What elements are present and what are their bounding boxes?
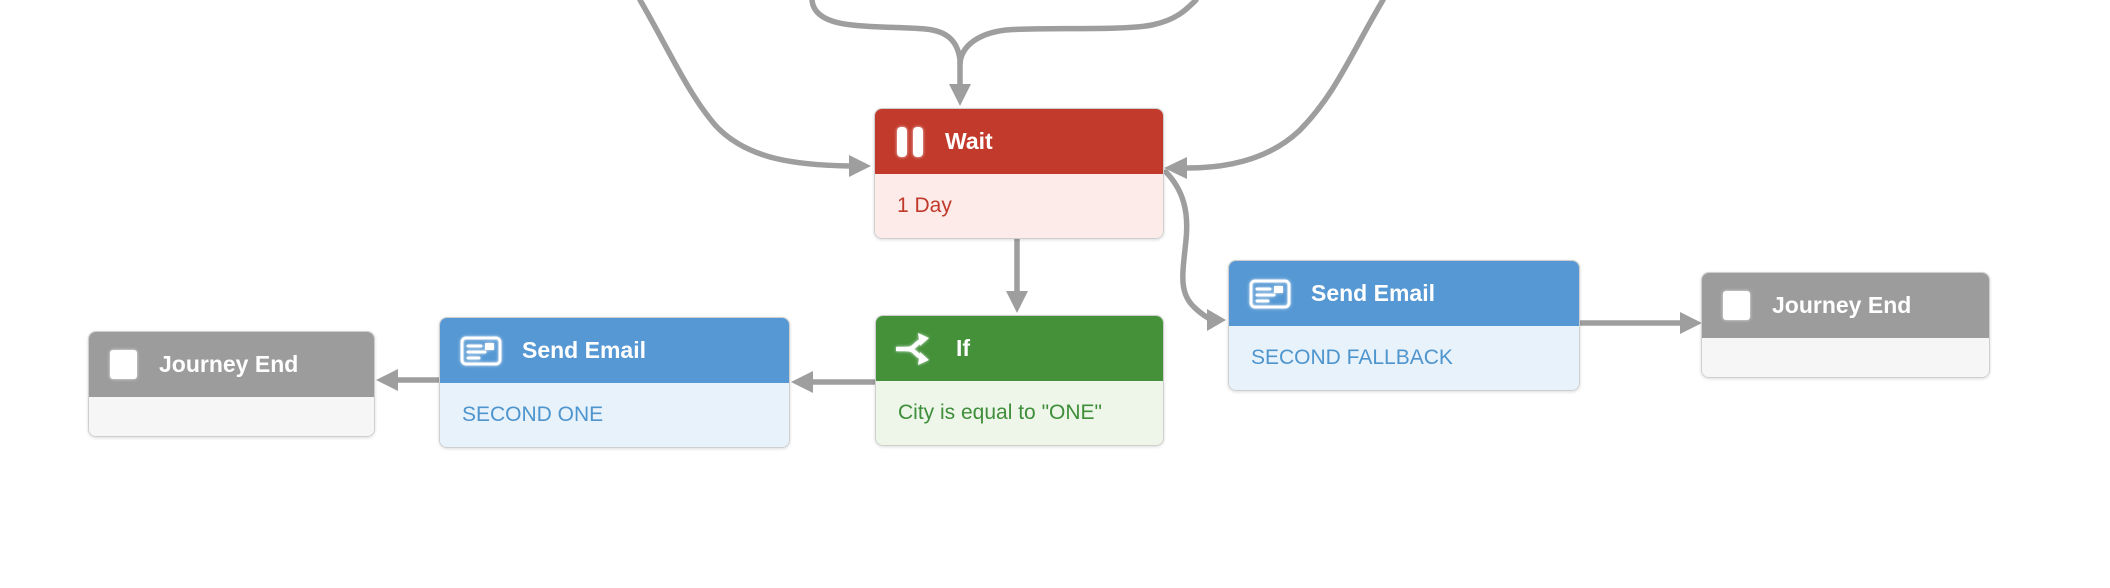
stop-icon [1722,290,1752,322]
node-journey-end-right[interactable]: Journey End [1701,272,1990,378]
node-detail-text: 1 Day [897,194,952,217]
node-send-email-one-detail: SECOND ONE [440,383,789,447]
node-journey-end-left-header: Journey End [89,332,374,397]
node-if[interactable]: If City is equal to "ONE" [875,315,1164,446]
node-journey-end-left-detail [89,397,374,436]
node-title: If [956,335,971,361]
node-title: Send Email [522,337,646,363]
node-send-email-fallback[interactable]: Send Email SECOND FALLBACK [1228,260,1580,391]
connector-wait-to-if [1006,235,1028,313]
node-wait[interactable]: Wait 1 Day [874,108,1164,239]
node-send-email-fallback-detail: SECOND FALLBACK [1229,326,1579,390]
node-title: Journey End [159,351,299,377]
connector-send-email-fallback-to-journey-end-right [1575,312,1702,334]
node-journey-end-right-detail [1702,338,1989,377]
node-title: Wait [945,128,993,154]
node-send-email-one[interactable]: Send Email SECOND ONE [439,317,790,448]
email-icon [460,335,502,367]
node-send-email-fallback-header: Send Email [1229,261,1579,326]
stop-icon [109,349,139,381]
node-title: Journey End [1772,292,1912,318]
connector-top-funnel-to-wait [809,0,1199,106]
connector-topright-to-wait [1164,0,1386,179]
node-wait-detail: 1 Day [875,174,1163,238]
node-journey-end-left[interactable]: Journey End [88,331,375,437]
node-if-header: If [876,316,1163,381]
node-send-email-one-header: Send Email [440,318,789,383]
split-icon [896,332,936,366]
node-title: Send Email [1311,280,1435,306]
node-journey-end-right-header: Journey End [1702,273,1989,338]
node-detail-text: City is equal to "ONE" [898,401,1102,424]
node-if-detail: City is equal to "ONE" [876,381,1163,445]
connector-topleft-to-wait [637,0,871,177]
node-wait-header: Wait [875,109,1163,174]
connector-send-email-one-to-journey-end-left [376,369,442,391]
connector-if-to-send-email-one [791,371,878,393]
node-detail-text: SECOND FALLBACK [1251,346,1453,369]
email-icon [1249,278,1291,310]
node-detail-text: SECOND ONE [462,403,604,426]
connector-wait-to-send-email-fallback [1163,169,1226,331]
pause-icon [895,125,925,159]
